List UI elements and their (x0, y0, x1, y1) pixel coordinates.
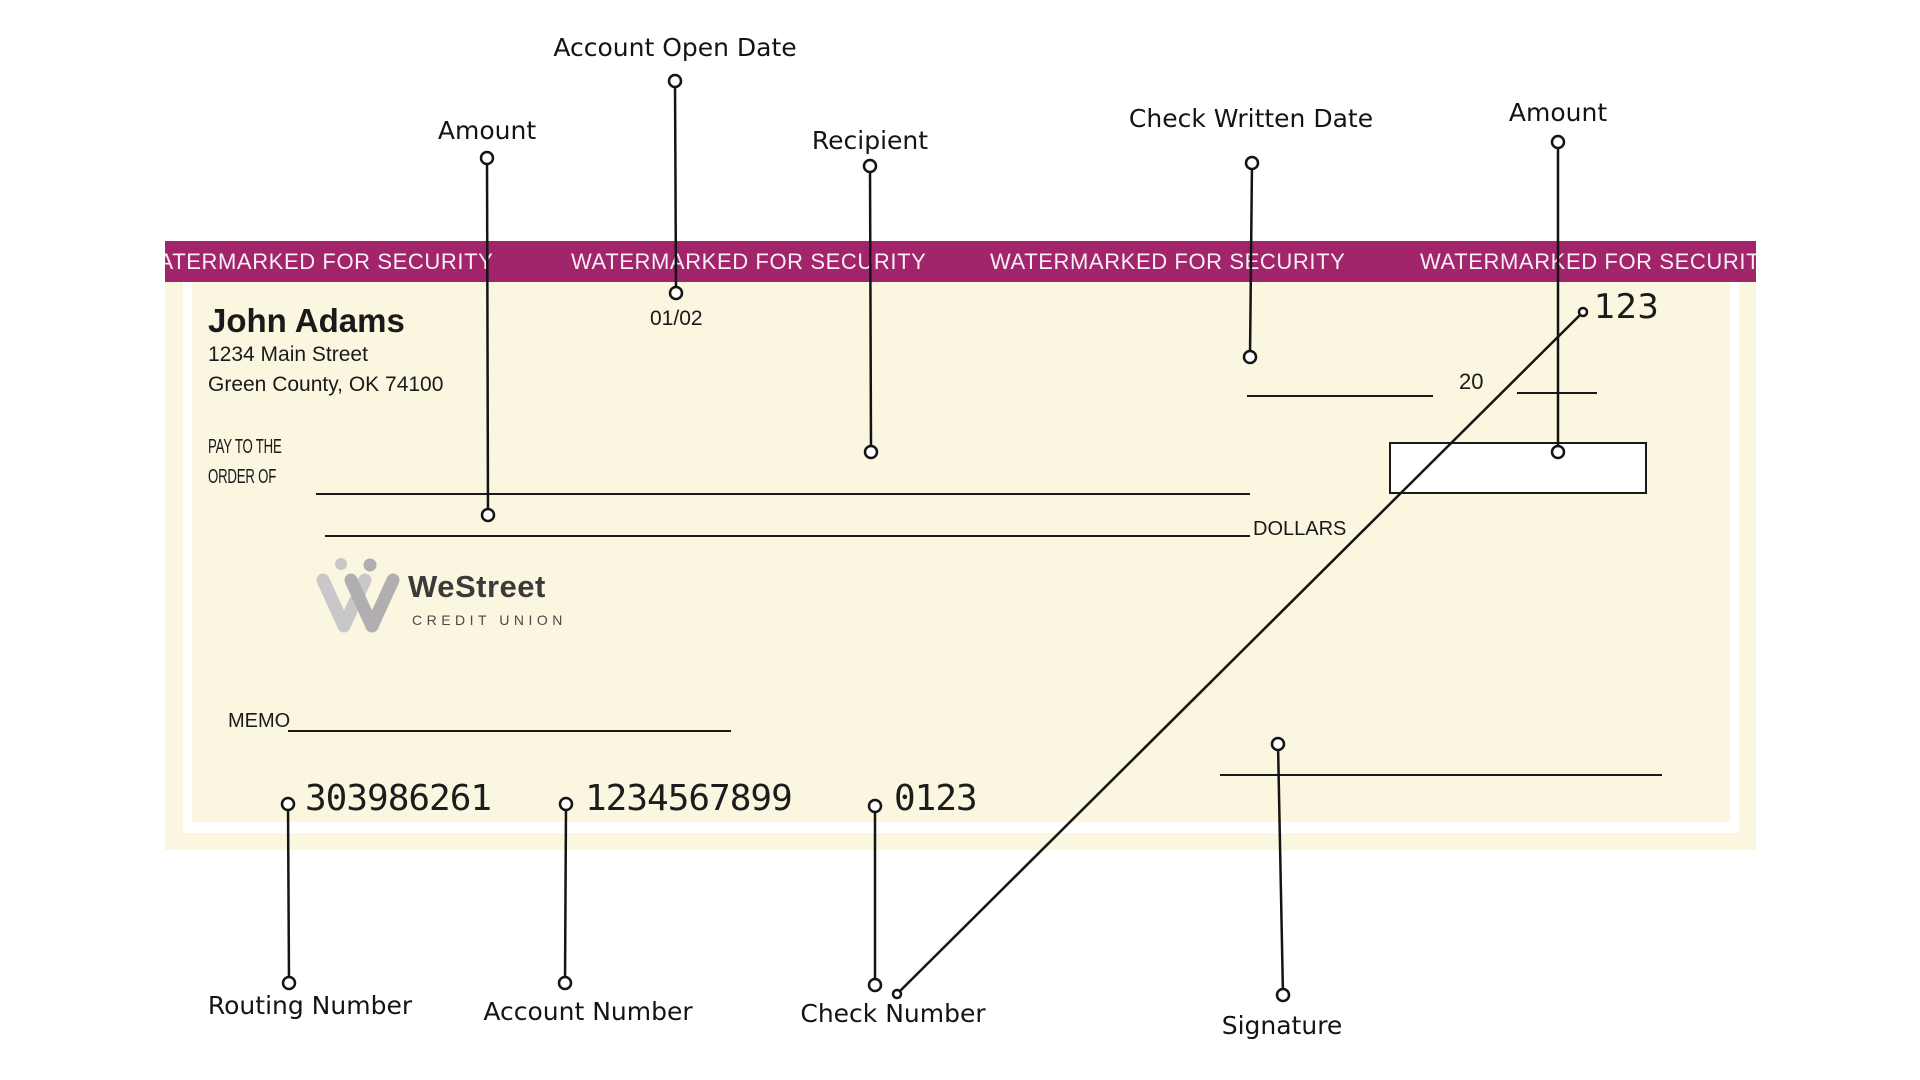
payee-label-line1: PAY TO THE (208, 436, 282, 458)
micr-check-number: 0123 (894, 778, 978, 819)
callout-amount-left: Amount (437, 116, 537, 145)
security-banner-text: WATERMARKED FOR SECURITY (1420, 249, 1756, 274)
check-number-top: 123 (1594, 287, 1659, 327)
signature-line (1220, 774, 1662, 776)
amount-box (1389, 442, 1647, 494)
callout-signature: Signature (1221, 1011, 1343, 1040)
payee-label-line2: ORDER OF (208, 466, 277, 488)
check-inner-frame (183, 282, 1739, 833)
date-year-line (1517, 392, 1597, 394)
security-banner-text: WATERMARKED FOR SECURITY (165, 249, 494, 274)
date-line (1247, 395, 1433, 397)
memo-line (288, 730, 731, 732)
memo-label: MEMO (228, 710, 291, 732)
callout-check-number: Check Number (800, 999, 986, 1028)
callout-recipient: Recipient (811, 126, 929, 155)
security-banner-text: WATERMARKED FOR SECURITY (571, 249, 927, 274)
check: WATERMARKED FOR SECURITY WATERMARKED FOR… (165, 241, 1756, 850)
account-holder-name: John Adams (208, 302, 405, 339)
security-banner-text: WATERMARKED FOR SECURITY (990, 249, 1346, 274)
callout-amount-right: Amount (1508, 98, 1608, 127)
callout-routing-number: Routing Number (207, 991, 413, 1020)
bank-tagline: CREDIT UNION (412, 612, 567, 628)
callout-account-number: Account Number (483, 997, 693, 1026)
date-year-prefix: 20 (1459, 369, 1484, 394)
micr-routing-number: 303986261 (305, 778, 492, 819)
account-holder-address1: 1234 Main Street (208, 343, 368, 366)
callout-account-open-date: Account Open Date (553, 33, 797, 62)
payee-line (316, 493, 1250, 495)
callout-check-written-date: Check Written Date (1128, 104, 1374, 133)
security-banner: WATERMARKED FOR SECURITY WATERMARKED FOR… (165, 241, 1756, 282)
bank-name: WeStreet (408, 569, 546, 604)
account-holder-address2: Green County, OK 74100 (208, 373, 444, 396)
amount-words-line (325, 535, 1250, 537)
westreet-logo-icon (316, 558, 400, 633)
micr-account-number: 1234567899 (585, 778, 793, 819)
account-open-date-value: 01/02 (650, 307, 703, 330)
dollars-label: DOLLARS (1253, 518, 1347, 540)
